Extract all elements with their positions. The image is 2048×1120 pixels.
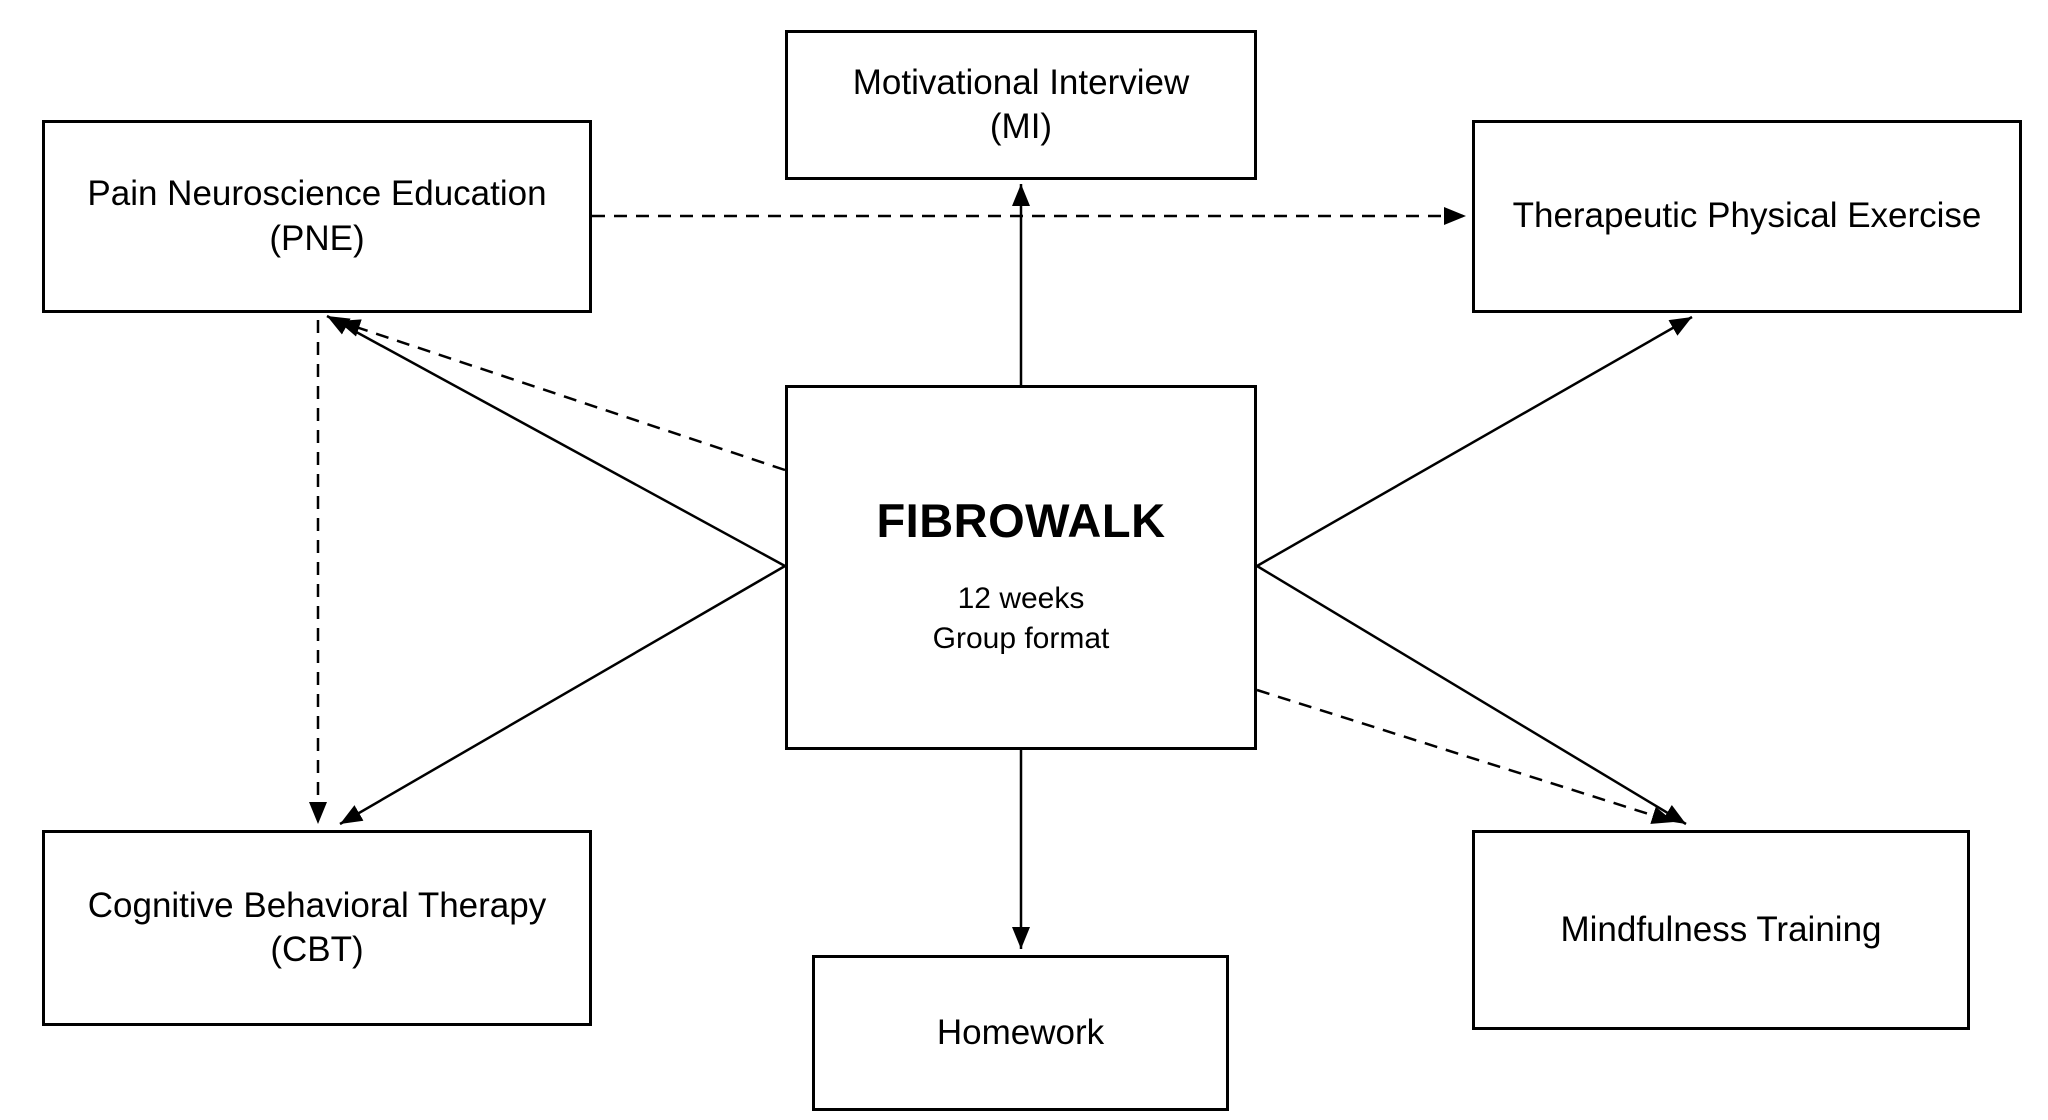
node-pain-neuroscience-education: Pain Neuroscience Education (PNE) bbox=[42, 120, 592, 313]
node-cbt-title: Cognitive Behavioral Therapy bbox=[87, 885, 547, 925]
edge-fibrowalk-to-tpe bbox=[1256, 315, 1693, 568]
edge-fibrowalk-to-pne-solid bbox=[326, 314, 786, 568]
edge-fibrowalk-to-cbt bbox=[339, 564, 786, 826]
node-tpe-title: Therapeutic Physical Exercise bbox=[1512, 196, 1982, 236]
node-mindfulness-title: Mindfulness Training bbox=[1560, 909, 1882, 949]
node-mi-subtitle: (MI) bbox=[989, 107, 1053, 146]
node-homework: Homework bbox=[812, 955, 1229, 1111]
edge-fibrowalk-to-pne-dashed bbox=[337, 319, 786, 472]
node-cbt-subtitle: (CBT) bbox=[270, 930, 364, 969]
node-motivational-interview: Motivational Interview (MI) bbox=[785, 30, 1257, 180]
edge-fibrowalk-to-mindfulness-solid bbox=[1256, 564, 1687, 826]
node-fibrowalk-format: Group format bbox=[932, 622, 1110, 655]
node-mindfulness-training: Mindfulness Training bbox=[1472, 830, 1970, 1030]
node-fibrowalk-title: FIBROWALK bbox=[876, 494, 1166, 547]
node-fibrowalk-duration: 12 weeks bbox=[957, 582, 1085, 615]
node-mi-title: Motivational Interview bbox=[852, 62, 1190, 102]
edge-fibrowalk-to-mindfulness-dashed bbox=[1256, 688, 1675, 824]
node-pne-subtitle: (PNE) bbox=[269, 218, 365, 258]
node-cognitive-behavioral-therapy: Cognitive Behavioral Therapy (CBT) bbox=[42, 830, 592, 1026]
node-fibrowalk: FIBROWALK 12 weeks Group format bbox=[785, 385, 1257, 750]
node-pne-title: Pain Neuroscience Education bbox=[87, 174, 547, 214]
node-therapeutic-physical-exercise: Therapeutic Physical Exercise bbox=[1472, 120, 2022, 313]
node-homework-title: Homework bbox=[936, 1012, 1105, 1052]
